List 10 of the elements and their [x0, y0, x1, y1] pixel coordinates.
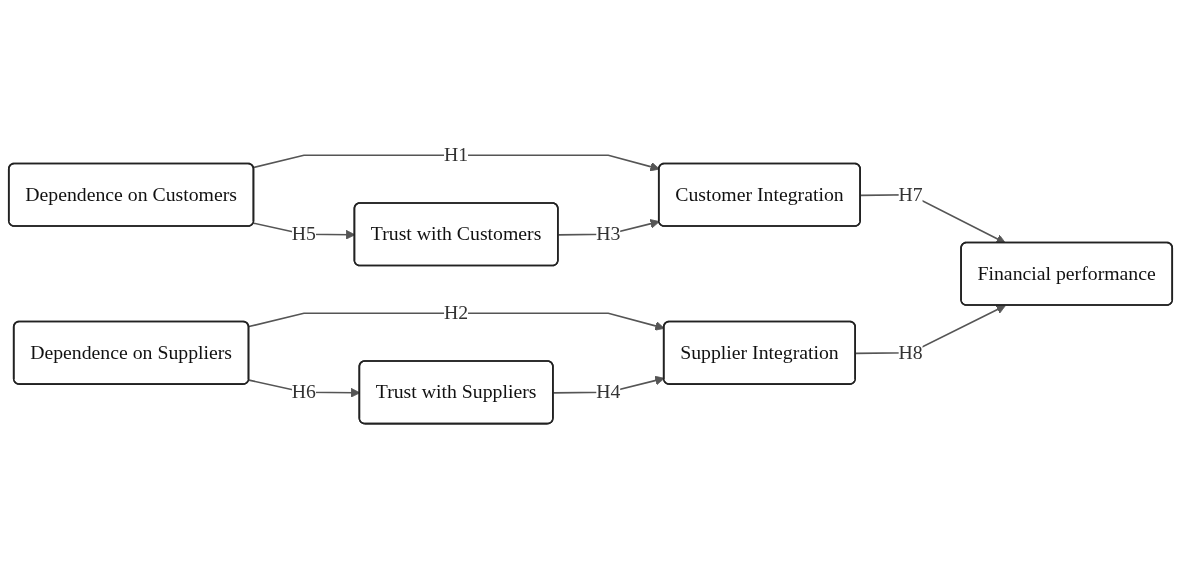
edge-label: H7 — [898, 183, 923, 206]
edge-label: H6 — [291, 380, 316, 403]
edge-label: H2 — [444, 301, 469, 324]
edge-label: H8 — [898, 341, 923, 364]
arrow — [252, 154, 660, 172]
edge-label: H3 — [596, 222, 621, 245]
edge-label: H1 — [444, 143, 469, 166]
arrow — [248, 312, 665, 331]
edge-label: H4 — [596, 380, 621, 403]
edge-label: H5 — [291, 222, 316, 245]
